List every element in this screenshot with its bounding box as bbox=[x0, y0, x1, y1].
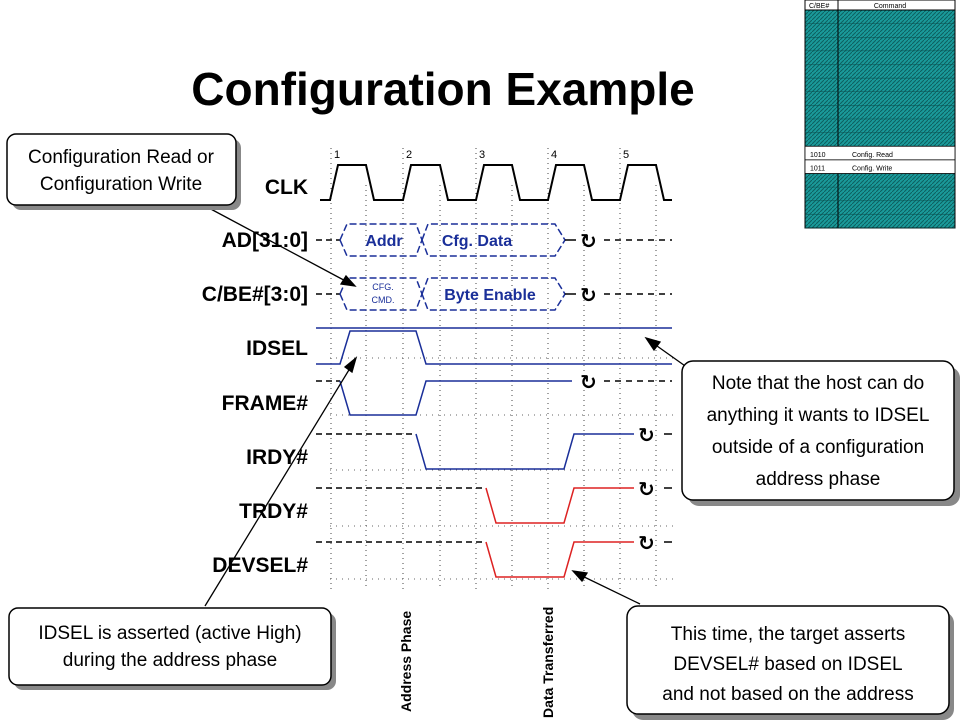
data-transferred-label: Data Transferred bbox=[540, 607, 556, 718]
callout-target-devsel-line3: and not based on the address bbox=[662, 684, 913, 705]
command-table-code: 1011 bbox=[810, 166, 825, 173]
command-table-row-highlight bbox=[804, 159, 956, 174]
signal-label-idsel: IDSEL bbox=[246, 337, 308, 360]
arrow-head-idsel bbox=[343, 356, 358, 374]
callout-idsel-asserted-line1: IDSEL is asserted (active High) bbox=[38, 623, 301, 644]
signal-label-irdy: IRDY# bbox=[246, 446, 308, 469]
arrow-config-rw bbox=[206, 206, 354, 286]
command-table-row: 1011 Config. Write bbox=[804, 159, 956, 174]
callout-config-rw-line2: Configuration Write bbox=[40, 174, 202, 195]
arrow-devsel bbox=[575, 572, 641, 605]
command-table-header bbox=[804, 0, 956, 11]
signal-label-cbe: C/BE#[3:0] bbox=[202, 283, 308, 306]
page-title: Configuration Example bbox=[191, 63, 694, 115]
callout-host-idsel: Note that the host can do anything it wa… bbox=[681, 360, 960, 506]
address-phase-label: Address Phase bbox=[398, 611, 414, 712]
callout-idsel-asserted-line2: during the address phase bbox=[63, 650, 277, 671]
trdy-waveform bbox=[316, 487, 672, 524]
ad-turnaround-icon: ↻ bbox=[580, 229, 597, 253]
arrow-head-host-idsel bbox=[644, 336, 662, 352]
signal-label-frame: FRAME# bbox=[222, 392, 309, 415]
cycle-tick-3: 3 bbox=[479, 149, 485, 161]
callout-host-idsel-line1: Note that the host can do bbox=[712, 373, 924, 394]
ad-addr-cell: Addr bbox=[365, 233, 402, 250]
cycle-grid bbox=[330, 148, 657, 590]
command-table-header-command: Command bbox=[874, 3, 906, 10]
command-table-code: 1010 bbox=[810, 152, 826, 159]
callout-arrows bbox=[204, 206, 689, 607]
frame-waveform bbox=[316, 380, 672, 416]
callout-host-idsel-line3: outside of a configuration bbox=[712, 437, 924, 458]
arrow-idsel-asserted bbox=[204, 359, 356, 607]
irdy-turnaround-icon: ↻ bbox=[638, 423, 655, 447]
cbe-turnaround-icon: ↻ bbox=[580, 283, 597, 307]
arrow-head-config-rw bbox=[339, 274, 357, 287]
signal-label-trdy: TRDY# bbox=[239, 500, 308, 523]
cycle-tick-5: 5 bbox=[623, 149, 629, 161]
devsel-turnaround-icon: ↻ bbox=[638, 531, 655, 555]
irdy-waveform bbox=[316, 433, 672, 470]
callout-host-idsel-line2: anything it wants to IDSEL bbox=[707, 405, 930, 426]
signal-label-devsel: DEVSEL# bbox=[212, 554, 308, 577]
cycle-tick-2: 2 bbox=[406, 149, 412, 161]
callout-idsel-asserted: IDSEL is asserted (active High) during t… bbox=[8, 607, 336, 690]
command-table-row: 1010 Config. Read bbox=[804, 145, 956, 161]
command-table-body bbox=[804, 0, 956, 229]
clk-waveform bbox=[320, 164, 672, 201]
ad-bus-waveform bbox=[316, 223, 672, 257]
signal-label-ad: AD[31:0] bbox=[222, 229, 308, 252]
cbe-bus-waveform bbox=[316, 277, 672, 311]
trdy-turnaround-icon: ↻ bbox=[638, 477, 655, 501]
idsel-waveform bbox=[316, 327, 672, 365]
command-table-header-code: C/BE# bbox=[809, 3, 829, 10]
signal-label-clk: CLK bbox=[265, 176, 308, 199]
callout-target-devsel-line1: This time, the target asserts bbox=[671, 624, 905, 645]
devsel-waveform bbox=[316, 541, 672, 578]
callout-config-rw-line1: Configuration Read or bbox=[28, 147, 215, 168]
command-table-command: Config. Write bbox=[852, 166, 892, 173]
command-table: C/BE# Command 1010 Config. Read 1011 Config… bbox=[804, 0, 956, 229]
frame-turnaround-icon: ↻ bbox=[580, 370, 597, 394]
arrow-head-devsel bbox=[571, 570, 589, 583]
command-table-command: Config. Read bbox=[852, 152, 893, 159]
callout-host-idsel-line4: address phase bbox=[756, 469, 881, 490]
cbe-cfg-cmd-line1: CFG. bbox=[372, 282, 394, 292]
callout-config-rw: Configuration Read or Configuration Writ… bbox=[6, 133, 241, 210]
callout-target-devsel: This time, the target asserts DEVSEL# ba… bbox=[626, 605, 954, 720]
cbe-byte-enable-cell: Byte Enable bbox=[444, 287, 536, 304]
ad-cfg-data-cell: Cfg. Data bbox=[442, 233, 512, 250]
cbe-cfg-cmd-line2: CMD. bbox=[372, 295, 395, 305]
cycle-tick-4: 4 bbox=[551, 149, 557, 161]
cycle-tick-1: 1 bbox=[334, 149, 340, 161]
callout-target-devsel-line2: DEVSEL# based on IDSEL bbox=[673, 654, 902, 675]
